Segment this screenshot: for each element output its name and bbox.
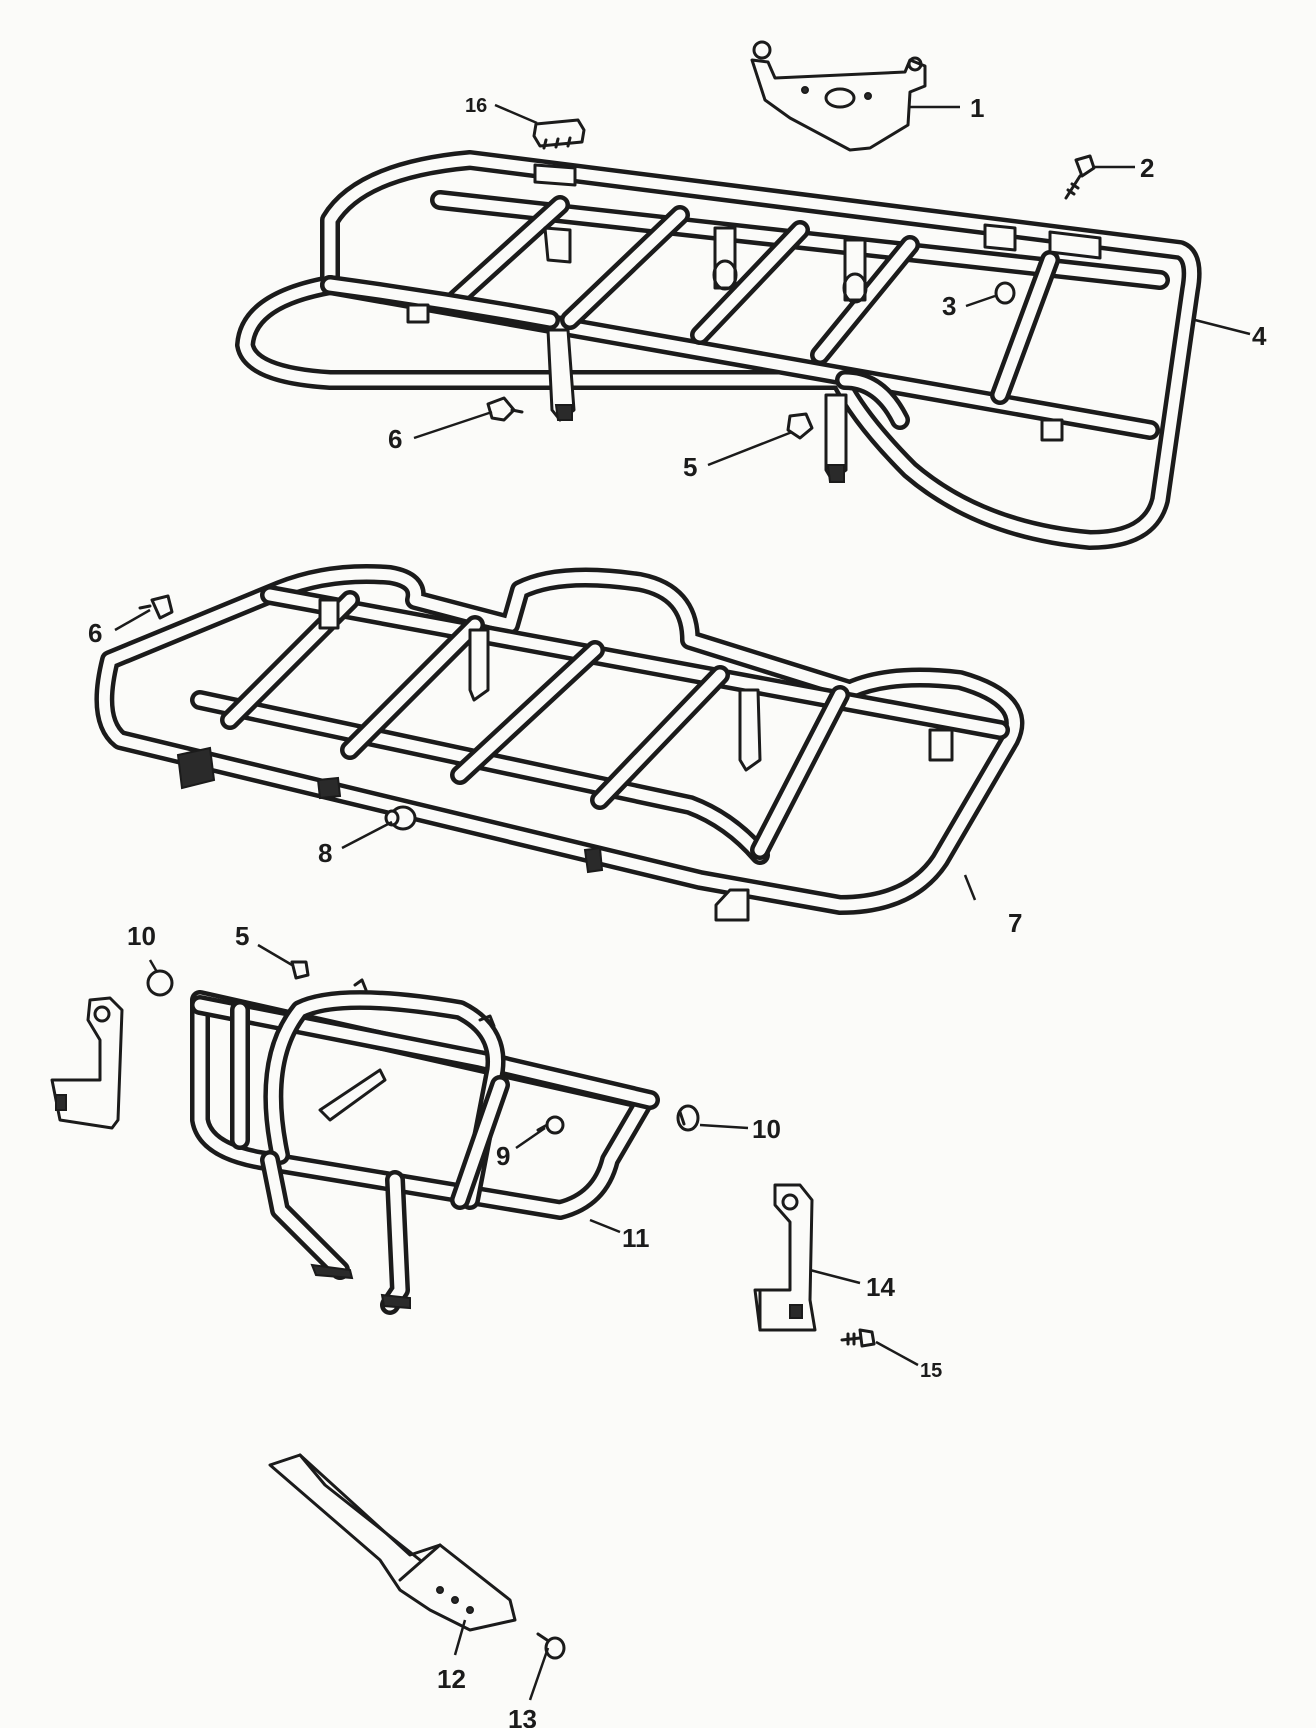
callout-2: 2 [1140,153,1154,183]
callout-8: 8 [318,838,332,868]
callout-1: 1 [970,93,984,123]
callout-10-left: 10 [127,921,156,951]
callout-6-lower: 6 [88,618,102,648]
part-9-bolt [536,1115,565,1135]
part-10-washer-right [676,1104,700,1132]
part-4-rear-rack [235,150,1202,550]
callout-10-right: 10 [752,1114,781,1144]
leader-lines [114,103,1251,1701]
callout-5-upper: 5 [683,452,697,482]
callout-5-lower: 5 [235,921,249,951]
callout-3: 3 [942,291,956,321]
callout-7: 7 [1008,908,1022,938]
part-12-bracket-plate [268,1453,517,1632]
callout-9: 9 [496,1141,510,1171]
callout-labels: 1 2 3 4 5 5 6 6 7 8 9 10 10 11 12 13 14 … [88,93,1267,1728]
callout-12: 12 [437,1664,466,1694]
left-bracket [50,996,124,1130]
part-16-clip [532,118,586,150]
part-5-nut-upper [786,412,814,440]
part-1-mounting-plate [750,40,927,152]
callout-16: 16 [465,95,487,117]
callout-4: 4 [1252,321,1267,351]
callout-11: 11 [622,1223,650,1253]
part-3-nut [994,281,1016,305]
callout-6-upper: 6 [388,424,402,454]
part-7-front-rack [94,564,1025,922]
part-11-front-guard [190,978,660,1315]
part-10-nut-left [146,969,174,997]
part-5-nut-lower [290,960,310,980]
part-14-bracket [753,1183,817,1332]
part-2-bolt [1064,154,1096,200]
part-15-screw [840,1328,876,1348]
part-6-bolt-upper [486,396,524,422]
callout-13: 13 [508,1704,537,1728]
part-13-bolt [536,1632,566,1660]
callout-14: 14 [866,1272,895,1302]
callout-15: 15 [920,1360,942,1382]
part-8-washer [384,805,417,831]
part-6-bolt-lower [138,594,174,620]
